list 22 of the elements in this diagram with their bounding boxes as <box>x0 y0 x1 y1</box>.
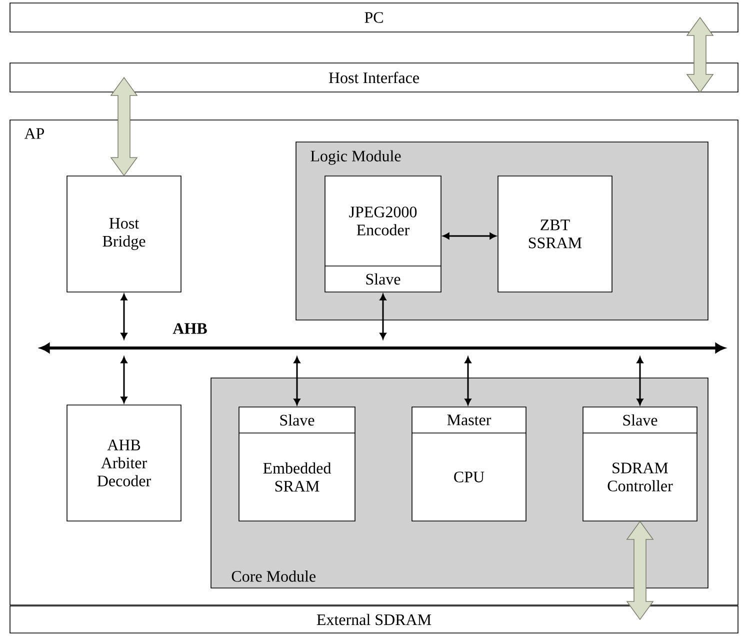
panel-heading: Core Module <box>232 570 316 582</box>
panel-heading: Logic Module <box>310 150 401 165</box>
bar-box: External SDRAM <box>10 606 738 634</box>
block-box: Host Bridge <box>66 176 182 292</box>
block-box: JPEG2000 Encoder Slave <box>324 176 442 292</box>
arrow <box>294 356 300 405</box>
arrow <box>120 294 128 340</box>
bar-box: Host Interface <box>10 62 738 92</box>
block-box: AHB Arbiter Decoder <box>66 404 182 522</box>
arrow <box>636 356 644 405</box>
bar-box: PC <box>10 2 738 32</box>
bus-line <box>40 343 725 353</box>
arrow <box>380 294 386 340</box>
arrow <box>120 356 128 403</box>
panel-heading: AP <box>24 128 44 139</box>
block-box: ZBT SSRAM <box>498 176 612 292</box>
block-box: Master CPU <box>412 406 526 522</box>
block-box: Slave Embedded SRAM <box>238 406 356 522</box>
arrow <box>443 232 496 240</box>
bus-label: AHB <box>172 323 207 334</box>
block-box: Slave SDRAM Controller <box>582 406 698 522</box>
arrow <box>464 356 472 405</box>
